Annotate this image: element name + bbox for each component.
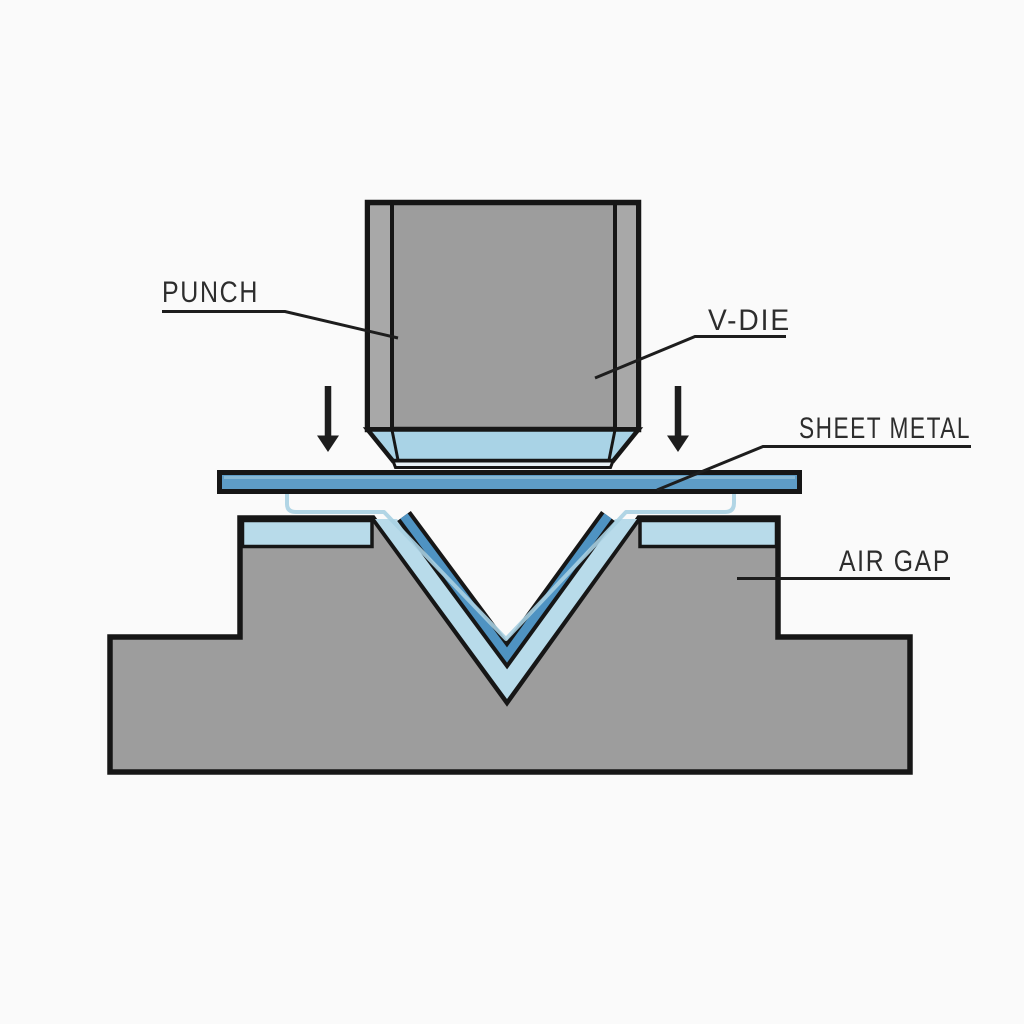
air-gap-label: AIR GAP xyxy=(839,545,951,578)
die-top-lining-left xyxy=(240,518,374,549)
die-body xyxy=(107,515,913,775)
leader-lines xyxy=(162,310,971,580)
die-groove-lining xyxy=(375,519,637,699)
sheet-metal-bar xyxy=(217,470,802,494)
leader-line-punch xyxy=(162,310,399,340)
leader-line-sheet-metal xyxy=(656,445,971,492)
punch-tip-bottom-edge xyxy=(390,459,616,469)
punch-edge-margin-left xyxy=(370,205,391,427)
punch-body xyxy=(364,199,642,433)
original-sheet-position-outline xyxy=(285,492,736,641)
sheet-metal-label: SHEET METAL xyxy=(799,412,971,445)
labels: PUNCH V-DIE SHEET METAL AIR GAP xyxy=(162,276,971,578)
down-arrow-right xyxy=(667,386,689,452)
punch-edge-margin-right xyxy=(615,205,636,427)
sheet-metal-group xyxy=(217,470,802,494)
v-die-label: V-DIE xyxy=(708,304,791,337)
down-arrow-left xyxy=(317,386,339,452)
bent-sheet xyxy=(400,513,612,663)
leader-line-v-die xyxy=(594,335,786,380)
down-arrow-right-head xyxy=(667,435,689,452)
v-die-group xyxy=(107,492,913,775)
down-arrow-left-head xyxy=(317,435,339,452)
punch-label: PUNCH xyxy=(162,276,259,309)
punch-tip xyxy=(362,427,644,464)
punch-tip-bevel-line-right xyxy=(607,429,617,461)
die-top-lining-right xyxy=(638,518,779,549)
punch-group xyxy=(362,199,644,469)
punch-tip-bevel-line-left xyxy=(390,429,400,461)
